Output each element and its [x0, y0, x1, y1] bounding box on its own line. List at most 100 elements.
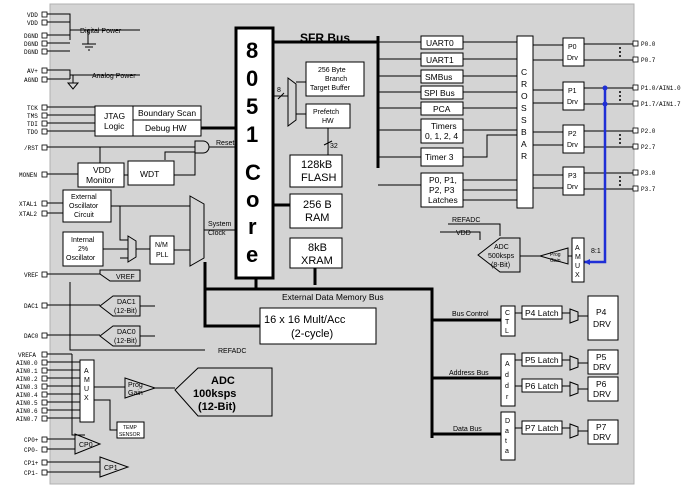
- vdd-monitor-label-1: VDD: [93, 165, 111, 175]
- ctl-block: [500, 305, 516, 337]
- pin-ain0-6: AIN0.6: [16, 408, 38, 415]
- pin-p2-0: P2.0: [641, 128, 656, 135]
- cp0-comparator: [74, 433, 102, 455]
- mult-acc-label-1: 16 x 16 Mult/Acc: [264, 314, 346, 326]
- crossbar-r: R: [521, 79, 527, 89]
- pin-av-plus: AV+: [27, 68, 38, 75]
- p7-drv-label-2: DRV: [593, 432, 611, 442]
- p1-drv-block: [562, 81, 585, 111]
- ext-osc-label-2: Oscillator: [69, 203, 99, 210]
- ctl-t: T: [505, 319, 510, 326]
- vdd-monitor-block: [77, 162, 125, 188]
- prog-gain-left-label-2: Gain: [128, 390, 143, 397]
- refadc-label: REFADC: [218, 348, 246, 355]
- pin-tdi: TDI: [27, 121, 38, 128]
- port-output-muxes: [562, 308, 588, 439]
- flash-label-1: 128kB: [301, 159, 332, 171]
- core-char-1: 1: [246, 122, 258, 147]
- prefetch-label-2: HW: [322, 118, 334, 125]
- latches-label-2: P2, P3: [429, 185, 455, 195]
- data-d: D: [505, 418, 510, 425]
- peripheral-section: UART0 UART1 SMBus SPI Bus PCA Timers 0, …: [378, 35, 517, 208]
- amux-right-block: [571, 237, 585, 283]
- spi-bus-label: SPI Bus: [424, 88, 455, 98]
- bus-width-32: 32: [330, 143, 338, 150]
- power-section: Digital Power Analog Power: [47, 13, 140, 90]
- digital-power-label: Digital Power: [80, 28, 122, 35]
- xram-label-2: XRAM: [301, 255, 333, 267]
- pin-agnd: AGND: [24, 77, 39, 84]
- timer3-label: Timer 3: [425, 152, 454, 162]
- crossbar-block: [516, 35, 534, 209]
- sfr-bus-section: SFR Bus: [273, 31, 380, 168]
- data-a1: a: [505, 428, 509, 435]
- pin-dac0: DAC0: [24, 333, 39, 340]
- temp-sensor-block: [116, 421, 145, 439]
- p1-drv-label-1: P1: [568, 88, 577, 95]
- prefetch-label-1: Prefetch: [313, 109, 339, 116]
- addr-a: A: [505, 361, 510, 368]
- ext-mem-bus-label: External Data Memory Bus: [282, 292, 384, 302]
- addr-d1: d: [505, 372, 509, 379]
- jtag-label: JTAG: [104, 111, 125, 121]
- p6-drv-label-2: DRV: [593, 389, 611, 399]
- adc-12bit-label-2: 100ksps: [193, 388, 236, 400]
- p0-drv-label-2: Drv: [567, 55, 578, 62]
- left-pin-squares: [41, 11, 48, 476]
- address-bus-label: Address Bus: [449, 370, 489, 377]
- amux-left-m: M: [84, 377, 90, 384]
- data-bus-label: Data Bus: [453, 426, 482, 433]
- nm-pll-label-2: PLL: [156, 252, 169, 259]
- p5-drv-block: [587, 349, 619, 375]
- pin-p3-0: P3.0: [641, 170, 656, 177]
- xram-label-1: 8kB: [308, 242, 327, 254]
- adc-8bit-label-3: (8-Bit): [491, 262, 510, 269]
- ram-label-1: 256 B: [303, 199, 332, 211]
- prefetch-block: [305, 103, 351, 129]
- jtag-logic-block: [94, 105, 134, 137]
- core-char-8: 8: [246, 38, 258, 63]
- addr-block: [500, 353, 516, 407]
- timers-label-1: Timers: [431, 121, 457, 131]
- temp-sensor-label-2: SENSOR: [119, 432, 141, 438]
- reset-label: Reset: [216, 140, 234, 147]
- ram-label-2: RAM: [305, 212, 329, 224]
- adc-12bit-section: A M U X Prog Gain ADC 100ksps (12-Bit) T…: [47, 353, 273, 478]
- prefetch-mux: [287, 77, 297, 127]
- crossbar-b: B: [521, 127, 527, 137]
- int-osc-label-3: Oscillator: [66, 255, 96, 262]
- amux-right-a: A: [575, 245, 580, 252]
- nm-pll-block: [149, 235, 175, 265]
- p4-drv-label-1: P4: [596, 307, 607, 317]
- p5-latch-label: P5 Latch: [525, 355, 559, 365]
- latches-label-1: P0, P1,: [429, 175, 457, 185]
- latches-label-3: Latches: [428, 195, 458, 205]
- port-driver-section: P0 Drv P1 Drv P2 Drv P3 Drv: [562, 37, 633, 265]
- right-pin-group: P0.0 P0.7 P1.0/AIN1.0 P1.7/AIN1.7 P2.0 P…: [632, 40, 681, 193]
- core-char-0: 0: [246, 66, 258, 91]
- pin-monen: MONEN: [19, 172, 37, 179]
- smbus-label: SMBus: [425, 72, 452, 82]
- pin-p0-0: P0.0: [641, 41, 656, 48]
- ext-osc-label-1: External: [71, 194, 97, 201]
- mult-acc-label-2: (2-cycle): [291, 328, 333, 340]
- crossbar-s1: S: [521, 103, 527, 113]
- mux-ratio-label: 8:1: [591, 248, 601, 255]
- amux-right-m: M: [575, 254, 581, 261]
- data-block: [500, 411, 516, 461]
- ext-osc-label-3: Circuit: [74, 212, 94, 219]
- amux-right-u: U: [575, 263, 580, 270]
- adc-12bit-label-1: ADC: [211, 375, 235, 387]
- debug-hw-label: Debug HW: [145, 123, 187, 133]
- pca-label: PCA: [433, 104, 451, 114]
- dac1-label-1: DAC1: [117, 299, 136, 306]
- reference-dac-section: VREF DAC1 (12-Bit) DAC0 (12-Bit) REFADC: [47, 269, 246, 355]
- core-char-5: 5: [246, 94, 258, 119]
- ctl-c: C: [505, 310, 510, 317]
- addr-d2: d: [505, 383, 509, 390]
- left-pin-group: VDD VDD DGND DGND DGND AV+ AGND TCK TMS …: [16, 11, 48, 477]
- pin-dac1: DAC1: [24, 303, 39, 310]
- pin-dgnd-3: DGND: [24, 49, 39, 56]
- bus-width-8: 8: [277, 87, 281, 94]
